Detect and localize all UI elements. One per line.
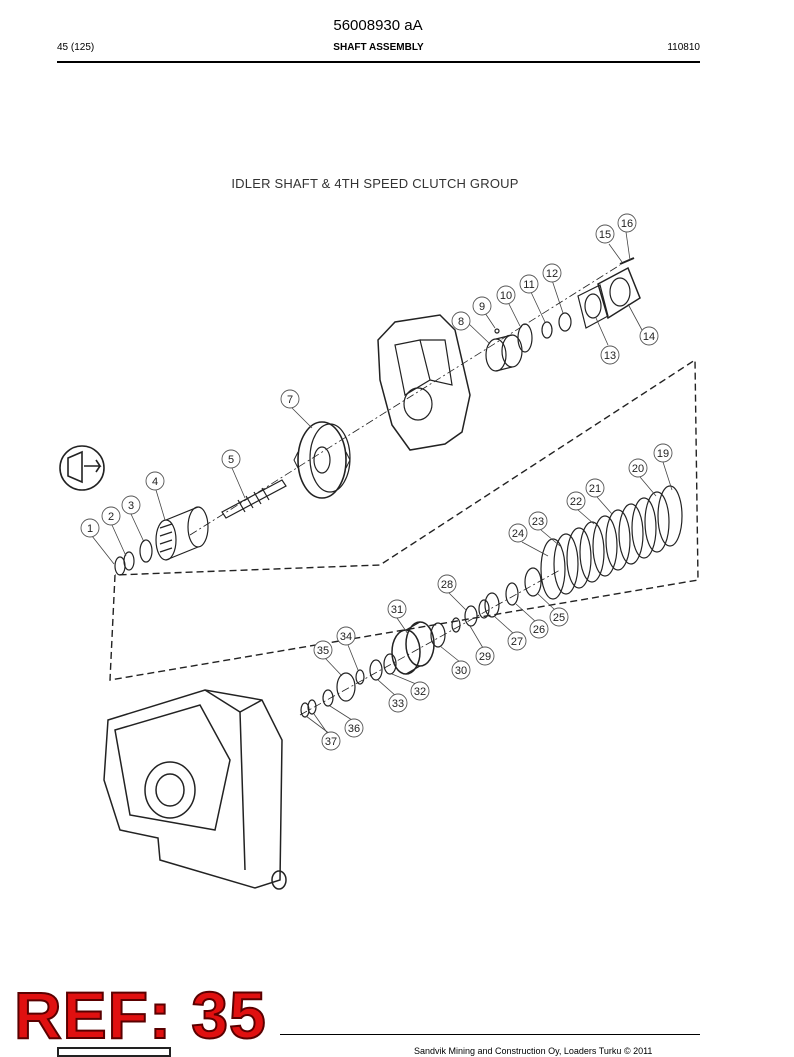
svg-text:8: 8 xyxy=(458,316,464,328)
svg-text:23: 23 xyxy=(532,516,544,528)
callout-8: 8 xyxy=(451,311,471,331)
svg-text:31: 31 xyxy=(391,604,403,616)
svg-text:27: 27 xyxy=(511,636,523,648)
svg-text:5: 5 xyxy=(228,454,234,466)
callout-19: 19 xyxy=(653,443,673,463)
footer-copyright: Sandvik Mining and Construction Oy, Load… xyxy=(414,1046,653,1056)
callout-15: 15 xyxy=(595,224,615,244)
callout-9: 9 xyxy=(472,296,492,316)
svg-text:7: 7 xyxy=(287,394,293,406)
svg-text:22: 22 xyxy=(570,496,582,508)
svg-text:15: 15 xyxy=(599,229,611,241)
callout-16: 16 xyxy=(617,213,637,233)
callout-14: 14 xyxy=(639,326,659,346)
svg-text:21: 21 xyxy=(589,483,601,495)
callout-23: 23 xyxy=(528,511,548,531)
svg-text:12: 12 xyxy=(546,268,558,280)
callout-5: 5 xyxy=(221,449,241,469)
callout-12: 12 xyxy=(542,263,562,283)
callout-2: 2 xyxy=(101,506,121,526)
svg-text:4: 4 xyxy=(152,476,158,488)
svg-text:9: 9 xyxy=(479,301,485,313)
callout-4: 4 xyxy=(145,471,165,491)
callout-36: 36 xyxy=(344,718,364,738)
svg-text:35: 35 xyxy=(317,645,329,657)
callout-13: 13 xyxy=(600,345,620,365)
svg-text:20: 20 xyxy=(632,463,644,475)
document-number: 56008930 aA xyxy=(333,17,423,34)
callout-7: 7 xyxy=(280,389,300,409)
callout-24: 24 xyxy=(508,523,528,543)
svg-text:33: 33 xyxy=(392,698,404,710)
svg-text:10: 10 xyxy=(500,290,512,302)
callout-22: 22 xyxy=(566,491,586,511)
page-info: 45 (125) xyxy=(57,42,95,53)
callout-28: 28 xyxy=(437,574,457,594)
callout-25: 25 xyxy=(549,607,569,627)
callout-34: 34 xyxy=(336,626,356,646)
callout-35: 35 xyxy=(313,640,333,660)
svg-text:28: 28 xyxy=(441,579,453,591)
footer-logo xyxy=(57,1047,171,1057)
document-date: 110810 xyxy=(667,42,700,53)
header-rule xyxy=(57,61,700,63)
svg-text:32: 32 xyxy=(414,686,426,698)
svg-text:25: 25 xyxy=(553,612,565,624)
callout-29: 29 xyxy=(475,646,495,666)
callout-31: 31 xyxy=(387,599,407,619)
callout-33: 33 xyxy=(388,693,408,713)
callout-10: 10 xyxy=(496,285,516,305)
section-title: SHAFT ASSEMBLY xyxy=(333,42,424,53)
svg-text:13: 13 xyxy=(604,350,616,362)
callout-27: 27 xyxy=(507,631,527,651)
callout-37: 37 xyxy=(321,731,341,751)
diagram-title: IDLER SHAFT & 4TH SPEED CLUTCH GROUP xyxy=(231,176,519,191)
ref-stamp: REF: 35 xyxy=(13,978,267,1052)
callout-group: 1 2 3 4 5 7 8 9 10 11 12 13 14 15 16 19 … xyxy=(80,213,673,751)
callout-1: 1 xyxy=(80,518,100,538)
svg-text:29: 29 xyxy=(479,651,491,663)
svg-text:3: 3 xyxy=(128,500,134,512)
svg-text:37: 37 xyxy=(325,736,337,748)
svg-text:36: 36 xyxy=(348,723,360,735)
svg-text:11: 11 xyxy=(523,279,534,291)
svg-text:24: 24 xyxy=(512,528,524,540)
callout-20: 20 xyxy=(628,458,648,478)
svg-text:1: 1 xyxy=(87,523,93,535)
svg-text:30: 30 xyxy=(455,665,467,677)
transmission-housing xyxy=(103,689,287,890)
callout-26: 26 xyxy=(529,619,549,639)
svg-text:16: 16 xyxy=(621,218,633,230)
callout-30: 30 xyxy=(451,660,471,680)
svg-text:19: 19 xyxy=(657,448,669,460)
page-header: 45 (125) SHAFT ASSEMBLY 110810 xyxy=(57,42,700,54)
callout-32: 32 xyxy=(410,681,430,701)
svg-text:14: 14 xyxy=(643,331,655,343)
svg-text:34: 34 xyxy=(340,631,352,643)
clutch-disc-pack xyxy=(540,485,683,600)
footer-rule xyxy=(280,1034,700,1035)
assembly-symbol-icon xyxy=(59,445,105,491)
svg-text:26: 26 xyxy=(533,624,545,636)
callout-3: 3 xyxy=(121,495,141,515)
svg-text:2: 2 xyxy=(108,511,114,523)
callout-21: 21 xyxy=(585,478,605,498)
callout-11: 11 xyxy=(519,274,539,294)
